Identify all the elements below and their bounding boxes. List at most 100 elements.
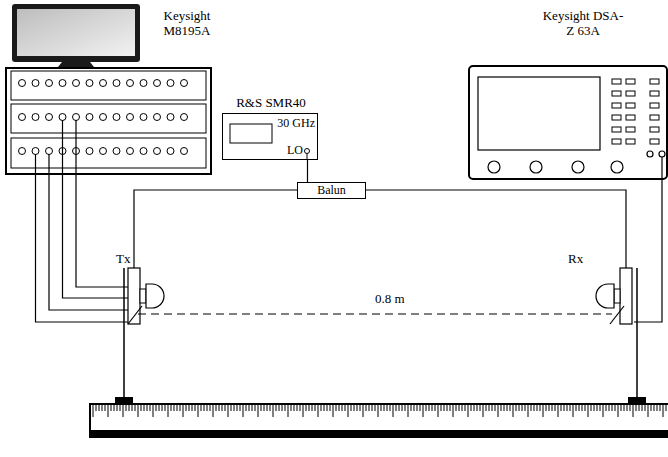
scope-button (626, 115, 635, 120)
rack-connector (140, 148, 147, 155)
rack-connector (113, 114, 120, 121)
ruler-tick (336, 405, 337, 411)
rack-connector (19, 148, 26, 155)
ruler-tick (258, 405, 259, 417)
rack-connector (46, 148, 53, 155)
distance-line (138, 313, 612, 314)
ruler-tick (660, 405, 661, 411)
ruler-tick (126, 405, 127, 411)
ruler-tick (372, 405, 373, 411)
ruler-tick (399, 405, 400, 411)
ruler-tick (507, 405, 508, 411)
ruler-tick (276, 405, 277, 411)
rx-cable (634, 157, 662, 322)
ruler-tick (309, 405, 310, 411)
ruler-tick (105, 405, 106, 411)
ruler-tick (216, 405, 217, 411)
ruler-tick (330, 405, 331, 411)
ruler-tick (402, 405, 403, 411)
scope-button (650, 115, 659, 120)
ruler-tick (420, 405, 421, 411)
ruler-tick (453, 405, 454, 417)
ruler-tick (234, 405, 235, 411)
ruler-tick (462, 405, 463, 411)
rack-connector (100, 148, 107, 155)
ruler-tick (150, 405, 151, 411)
rack-drawer (11, 138, 206, 168)
ruler-tick (138, 405, 139, 417)
scope-button (612, 91, 621, 96)
ruler-ticks (93, 405, 666, 417)
ruler-tick (333, 405, 334, 417)
rack-connector (167, 80, 174, 87)
ruler-tick (306, 405, 307, 411)
monitor-screen (17, 9, 135, 56)
ruler-tick (432, 405, 433, 411)
ruler-tick (630, 405, 631, 411)
ruler-tick (615, 405, 616, 411)
ruler-tick (132, 405, 133, 411)
ruler-tick (483, 405, 484, 417)
ruler-tick (471, 405, 472, 411)
ruler-tick (450, 405, 451, 411)
ruler-tick (369, 405, 370, 411)
ruler-tick (465, 405, 466, 411)
rx-pole (636, 268, 638, 398)
rack-connector (32, 80, 39, 87)
distance-tick (610, 306, 624, 324)
ruler-tick (609, 405, 610, 411)
ruler-tick (504, 405, 505, 411)
ruler-tick (555, 405, 556, 411)
rack-connector (140, 80, 147, 87)
ruler-tick (252, 405, 253, 411)
instrument-name: Keysight DSA-Z 63A (540, 9, 626, 39)
ruler-tick (531, 405, 532, 411)
ruler-tick (312, 405, 313, 411)
rack-connector (86, 114, 93, 121)
ruler-tick (366, 405, 367, 411)
ruler-tick (108, 405, 109, 417)
ruler-tick (522, 405, 523, 411)
ruler-tick (648, 405, 649, 417)
ruler-tick (570, 405, 571, 411)
ruler-tick (162, 405, 163, 411)
ruler-tick (621, 405, 622, 411)
scope-button (650, 139, 659, 144)
ruler-tick (393, 405, 394, 417)
rx-base (628, 397, 646, 404)
rack-connector (19, 80, 26, 87)
scope-button (612, 139, 621, 144)
ruler-tick (360, 405, 361, 411)
rack-connector (46, 114, 53, 121)
ruler-tick (651, 405, 652, 411)
rack-connector (154, 80, 161, 87)
ruler-tick (588, 405, 589, 417)
ruler-tick (396, 405, 397, 411)
ruler-tick (264, 405, 265, 411)
ruler-tick (618, 405, 619, 417)
ruler-tick (303, 405, 304, 417)
ruler-tick (600, 405, 601, 411)
ruler-tick (468, 405, 469, 417)
ruler-tick (591, 405, 592, 411)
ruler-tick (441, 405, 442, 411)
ruler-tick (102, 405, 103, 411)
ruler-tick (645, 405, 646, 411)
rack-connector (181, 80, 188, 87)
tx-cables (36, 120, 129, 322)
port-label: 30 GHz (277, 117, 315, 131)
ruler-tick (540, 405, 541, 411)
ruler-tick (573, 405, 574, 417)
ruler-tick (576, 405, 577, 411)
ruler-tick (255, 405, 256, 411)
ruler-tick (267, 405, 268, 411)
ruler-tick (231, 405, 232, 411)
distance-tick (128, 306, 142, 324)
balun-wire (366, 190, 626, 268)
ruler-tick (297, 405, 298, 411)
ruler-tick (582, 405, 583, 411)
ruler-tick (546, 405, 547, 411)
ruler-tick (159, 405, 160, 411)
ruler-tick (324, 405, 325, 411)
